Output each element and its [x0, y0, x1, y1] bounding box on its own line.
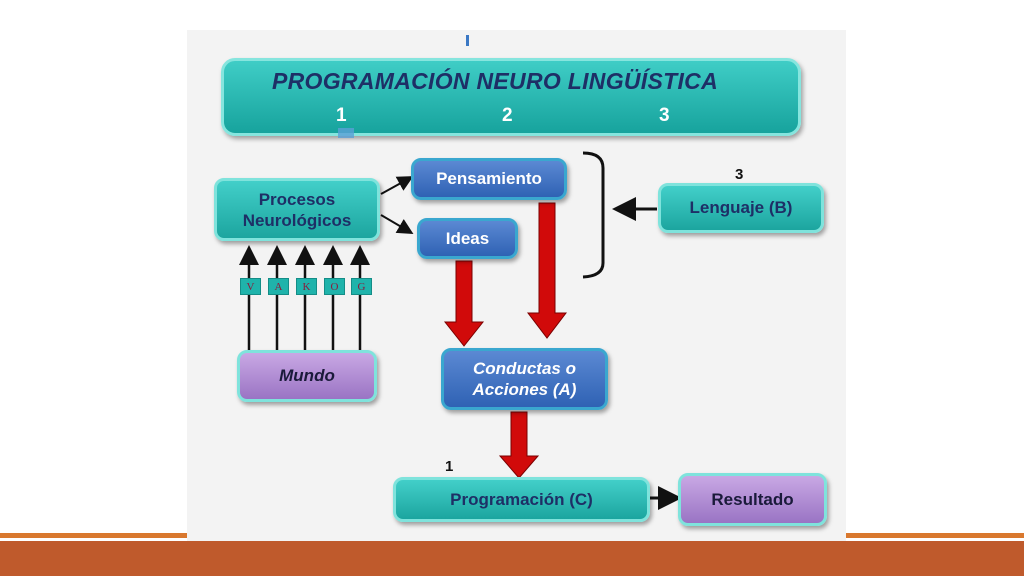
arrow-procesos-ideas	[380, 214, 414, 235]
footer-accent-left	[0, 533, 187, 538]
footer-bar	[0, 541, 1024, 576]
node-programacion: Programación (C)	[393, 477, 650, 522]
sense-k: K	[296, 278, 317, 295]
title-number-2: 2	[502, 105, 513, 126]
sense-a: A	[268, 278, 289, 295]
node-resultado: Resultado	[678, 473, 827, 526]
diagram-title: PROGRAMACIÓN NEURO LINGÜÍSTICA	[272, 68, 718, 94]
red-arrows	[443, 202, 568, 479]
node-lenguaje: Lenguaje (B)	[658, 183, 824, 233]
sense-g: G	[351, 278, 372, 295]
footer-accent-right	[846, 533, 1024, 538]
programacion-number: 1	[445, 458, 454, 475]
title-marker	[338, 128, 354, 138]
bracket-line	[582, 151, 605, 279]
title-number-1: 1	[336, 105, 347, 126]
title-banner	[221, 58, 801, 136]
sense-arrows	[239, 245, 370, 350]
lenguaje-number: 3	[735, 166, 744, 183]
node-mundo: Mundo	[237, 350, 377, 402]
title-number-3: 3	[659, 105, 670, 126]
top-marker	[466, 35, 469, 46]
node-pensamiento: Pensamiento	[411, 158, 567, 200]
sense-o: O	[324, 278, 345, 295]
node-procesos-neurologicos: Procesos Neurológicos	[214, 178, 380, 241]
node-conductas-acciones: Conductas o Acciones (A)	[441, 348, 608, 410]
node-ideas: Ideas	[417, 218, 518, 259]
arrow-procesos-pensamiento	[380, 176, 414, 195]
sense-v: V	[240, 278, 261, 295]
